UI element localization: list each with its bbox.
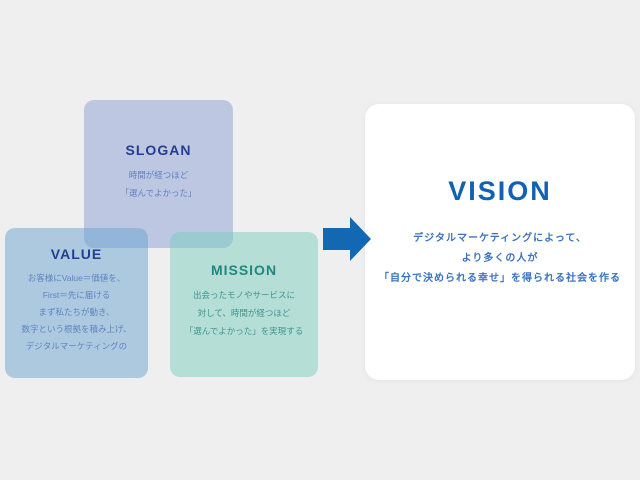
mission-box: MISSION 出会ったモノやサービスに 対して、時間が経つほど 「選んでよかっ… bbox=[170, 232, 318, 377]
vision-line: デジタルマーケティングによって、 bbox=[413, 233, 587, 244]
value-box: VALUE お客様にValue＝価値を、 First＝先に届ける まず私たちが動… bbox=[5, 228, 148, 378]
value-line: デジタルマーケティングの bbox=[25, 341, 128, 351]
value-title: VALUE bbox=[50, 246, 103, 262]
mission-body: 出会ったモノやサービスに 対して、時間が経つほど 「選んでよかった」を実現する bbox=[170, 286, 318, 340]
slogan-line: 「選んでよかった」 bbox=[120, 188, 197, 198]
vision-line: 「自分で決められる幸せ」を得られる社会を作る bbox=[379, 273, 621, 284]
value-body: お客様にValue＝価値を、 First＝先に届ける まず私たちが動き、 数字と… bbox=[5, 270, 148, 355]
value-line: まず私たちが動き、 bbox=[38, 307, 115, 317]
vision-body: デジタルマーケティングによって、 より多くの人が 「自分で決められる幸せ」を得ら… bbox=[365, 229, 635, 289]
slogan-title: SLOGAN bbox=[125, 142, 192, 158]
mission-line: 出会ったモノやサービスに bbox=[192, 290, 295, 300]
value-line: お客様にValue＝価値を、 bbox=[27, 273, 126, 283]
value-line: 数字という根拠を積み上げ、 bbox=[21, 324, 132, 334]
vision-line: より多くの人が bbox=[461, 253, 539, 264]
right-arrow-icon bbox=[323, 217, 371, 261]
mission-title: MISSION bbox=[210, 262, 278, 278]
vision-title: VISION bbox=[448, 176, 552, 206]
slogan-box: SLOGAN 時間が経つほど 「選んでよかった」 bbox=[84, 100, 233, 248]
mission-line: 対して、時間が経つほど bbox=[197, 308, 291, 318]
mission-line: 「選んでよかった」を実現する bbox=[184, 326, 304, 336]
slogan-body: 時間が経つほど 「選んでよかった」 bbox=[84, 166, 233, 202]
vision-panel: VISION デジタルマーケティングによって、 より多くの人が 「自分で決められ… bbox=[365, 104, 635, 380]
value-line: First＝先に届ける bbox=[42, 290, 111, 300]
slogan-line: 時間が経つほど bbox=[128, 170, 189, 180]
